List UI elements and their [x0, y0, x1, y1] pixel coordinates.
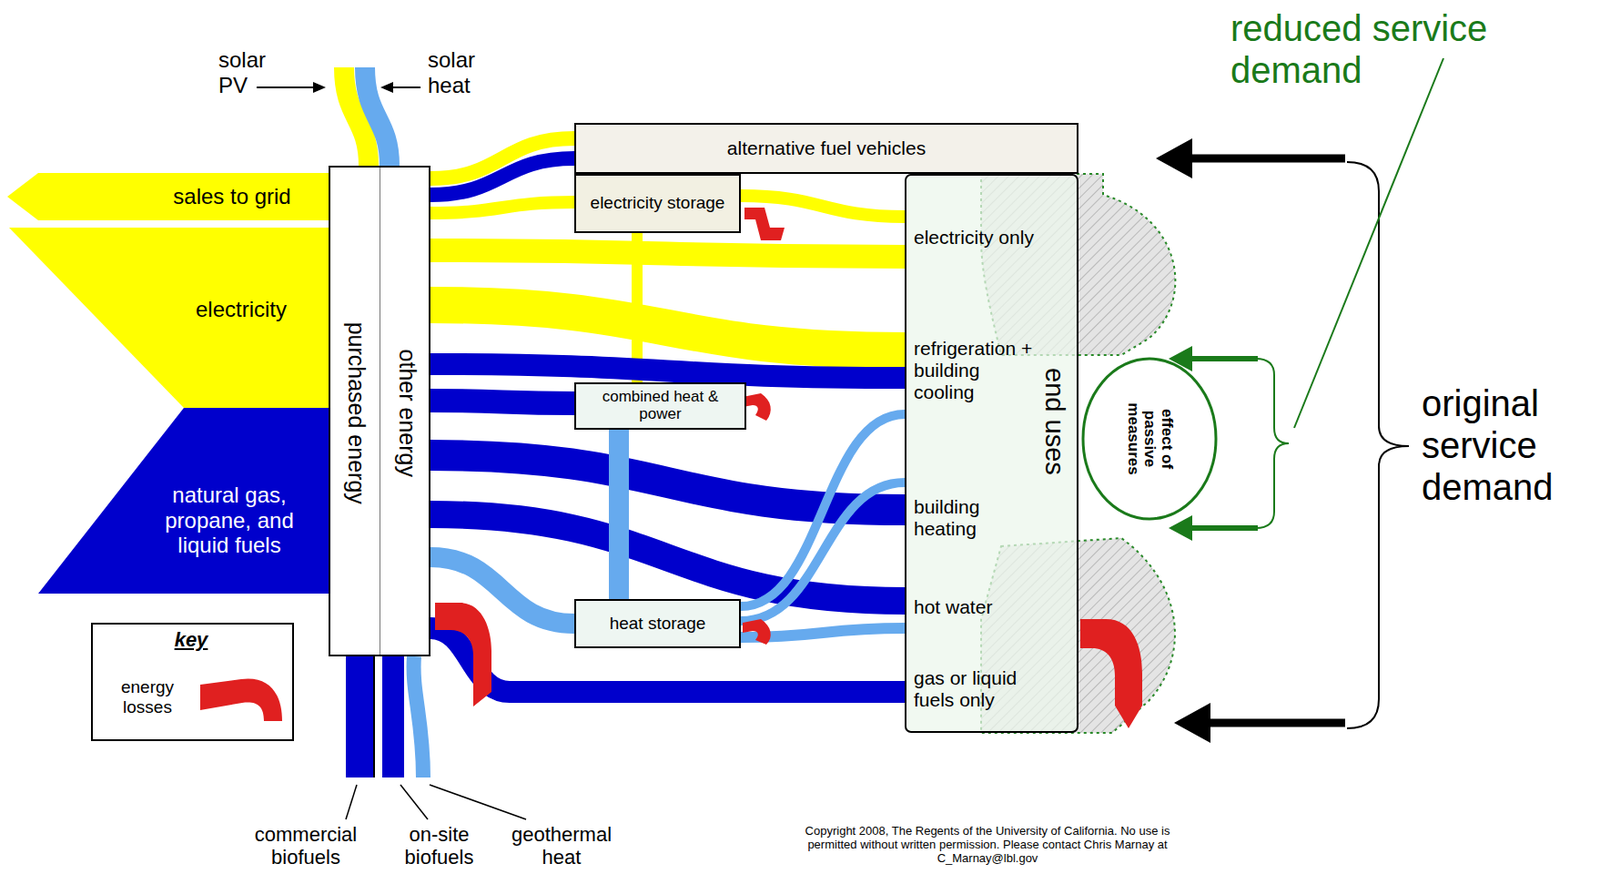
- energy-loss: [742, 393, 771, 421]
- energy-flow: [430, 400, 575, 404]
- flow-label: natural gas, propane, and liquid fuels: [151, 482, 307, 558]
- node-text: gas or liquid fuels only: [913, 667, 1037, 711]
- legend-text: energy losses: [100, 677, 195, 718]
- demand-arrow: [1201, 718, 1346, 728]
- storage-box: heat storage: [574, 598, 741, 649]
- energy-flow: [430, 250, 905, 257]
- key-box: [91, 623, 294, 740]
- demand-arrow-head: [1174, 702, 1211, 743]
- solar-heat-band: [364, 67, 390, 166]
- callout-label: reduced service demand: [1230, 7, 1545, 92]
- commercial-biofuel-band: [345, 656, 374, 778]
- source-label: commercial biofuels: [246, 822, 365, 870]
- green-arrow: [1188, 525, 1258, 531]
- pointer-line: [391, 86, 421, 89]
- vehicle-box: alternative fuel vehicles: [574, 122, 1079, 174]
- leader-line: [429, 784, 527, 820]
- green-arrow-head: [1168, 515, 1193, 541]
- onsite-biofuel-band: [382, 656, 405, 778]
- box-label: electricity storage: [585, 192, 731, 215]
- green-bracket: [1255, 358, 1289, 528]
- energy-flow: [740, 482, 905, 621]
- bracket: [1346, 162, 1409, 729]
- node-text: end uses: [1039, 193, 1069, 649]
- pointer-head: [313, 81, 326, 93]
- demand-arrow-head: [1155, 138, 1193, 179]
- passive-ellipse: effect of passive measures: [1081, 356, 1218, 521]
- source-label: solar heat: [427, 47, 510, 98]
- energy-flow: [430, 202, 575, 213]
- callout-label: original service demand: [1421, 382, 1595, 508]
- energy-flow: [430, 304, 905, 351]
- box-label: heat storage: [604, 612, 712, 636]
- pointer-head: [380, 81, 394, 93]
- electricity-input: [9, 227, 329, 408]
- source-label: solar PV: [218, 47, 283, 98]
- source-label: on-site biofuels: [386, 822, 492, 870]
- energy-flow: [430, 158, 575, 195]
- node-text: hot water: [913, 596, 1037, 618]
- leader-line: [1294, 58, 1444, 428]
- node-text: effect of passive measures: [1124, 384, 1175, 494]
- pointer-line: [256, 86, 315, 89]
- leader-line: [345, 784, 357, 820]
- ellipse-shape: [1083, 358, 1216, 519]
- sales-arrow: [7, 172, 329, 221]
- energy-flow: [608, 429, 629, 599]
- box-label: combined heat & power: [576, 386, 745, 425]
- flow-label: electricity: [163, 296, 319, 323]
- end-use-panel: end useselectricity only refrigeration + …: [904, 173, 1079, 733]
- leader-line: [400, 784, 428, 820]
- node-text: building heating: [913, 496, 1037, 540]
- box-label: alternative fuel vehicles: [721, 135, 932, 161]
- storage-box: electricity storage: [574, 173, 741, 233]
- demand-arrow: [1183, 154, 1346, 163]
- copyright-note: Copyright 2008, The Regents of the Unive…: [791, 824, 1184, 866]
- node-text: other energy: [394, 185, 420, 641]
- chp-box: combined heat & power: [574, 382, 747, 430]
- node-text: purchased energy: [343, 185, 369, 641]
- legend-loss-sample: [200, 678, 283, 721]
- key-title: key: [145, 627, 237, 651]
- node-text: electricity only: [913, 226, 1037, 249]
- flow-label: sales to grid: [145, 183, 319, 210]
- band-divider: [373, 656, 375, 778]
- energy-loss: [435, 602, 492, 707]
- node-text: refrigeration + building cooling: [913, 337, 1037, 404]
- purchased-energy-box: other energy purchased energy: [328, 165, 431, 657]
- energy-flow: [740, 414, 905, 607]
- source-label: geothermal heat: [502, 822, 621, 870]
- energy-loss: [1080, 618, 1143, 729]
- green-arrow: [1188, 355, 1258, 362]
- energy-flow: [430, 364, 905, 378]
- geothermal-band: [414, 656, 424, 778]
- energy-loss: [744, 207, 785, 241]
- fuel-input: [38, 407, 329, 594]
- energy-loss: [742, 618, 771, 645]
- divider-line: [379, 167, 381, 655]
